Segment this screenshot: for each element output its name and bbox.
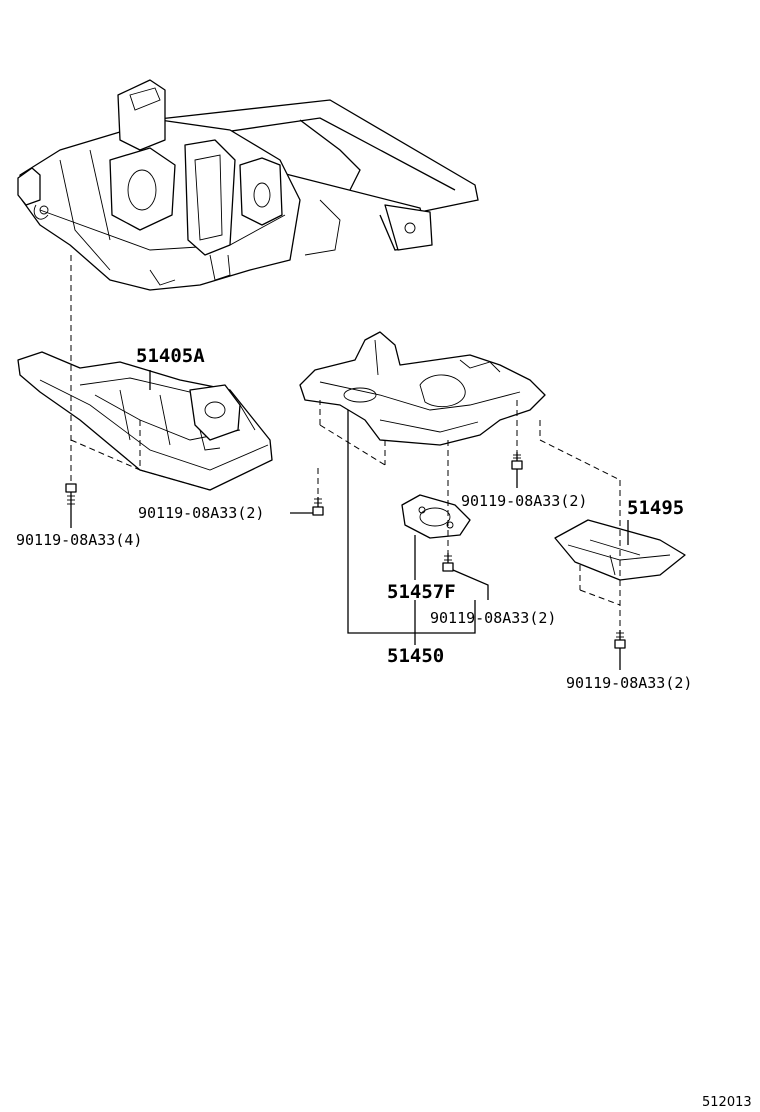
reference-code: 512013 [702,1095,752,1110]
bolt-mid-icon [312,497,324,516]
cover-51457F [401,494,471,539]
bolt-center-right-icon [511,452,523,470]
bolt-right-icon [614,630,626,649]
assembly-lines [70,255,621,630]
label-bolt-left: 90119-08A33(4) [16,531,142,549]
skid-plate-51450 [299,331,546,446]
label-bolt-lower: 90119-08A33(2) [430,609,556,627]
label-51495: 51495 [627,497,684,519]
label-51405A: 51405A [136,345,205,367]
bolt-lower-icon [442,553,454,572]
label-51457F: 51457F [387,581,456,603]
label-51450: 51450 [387,645,444,667]
bolt-left-icon [65,483,77,508]
label-bolt-center-right: 90119-08A33(2) [461,492,587,510]
skid-plate-51405A [17,351,273,491]
vehicle-frame [17,79,479,291]
label-bolt-right: 90119-08A33(2) [566,674,692,692]
leader-lines [70,370,629,670]
label-bolt-mid: 90119-08A33(2) [138,504,264,522]
